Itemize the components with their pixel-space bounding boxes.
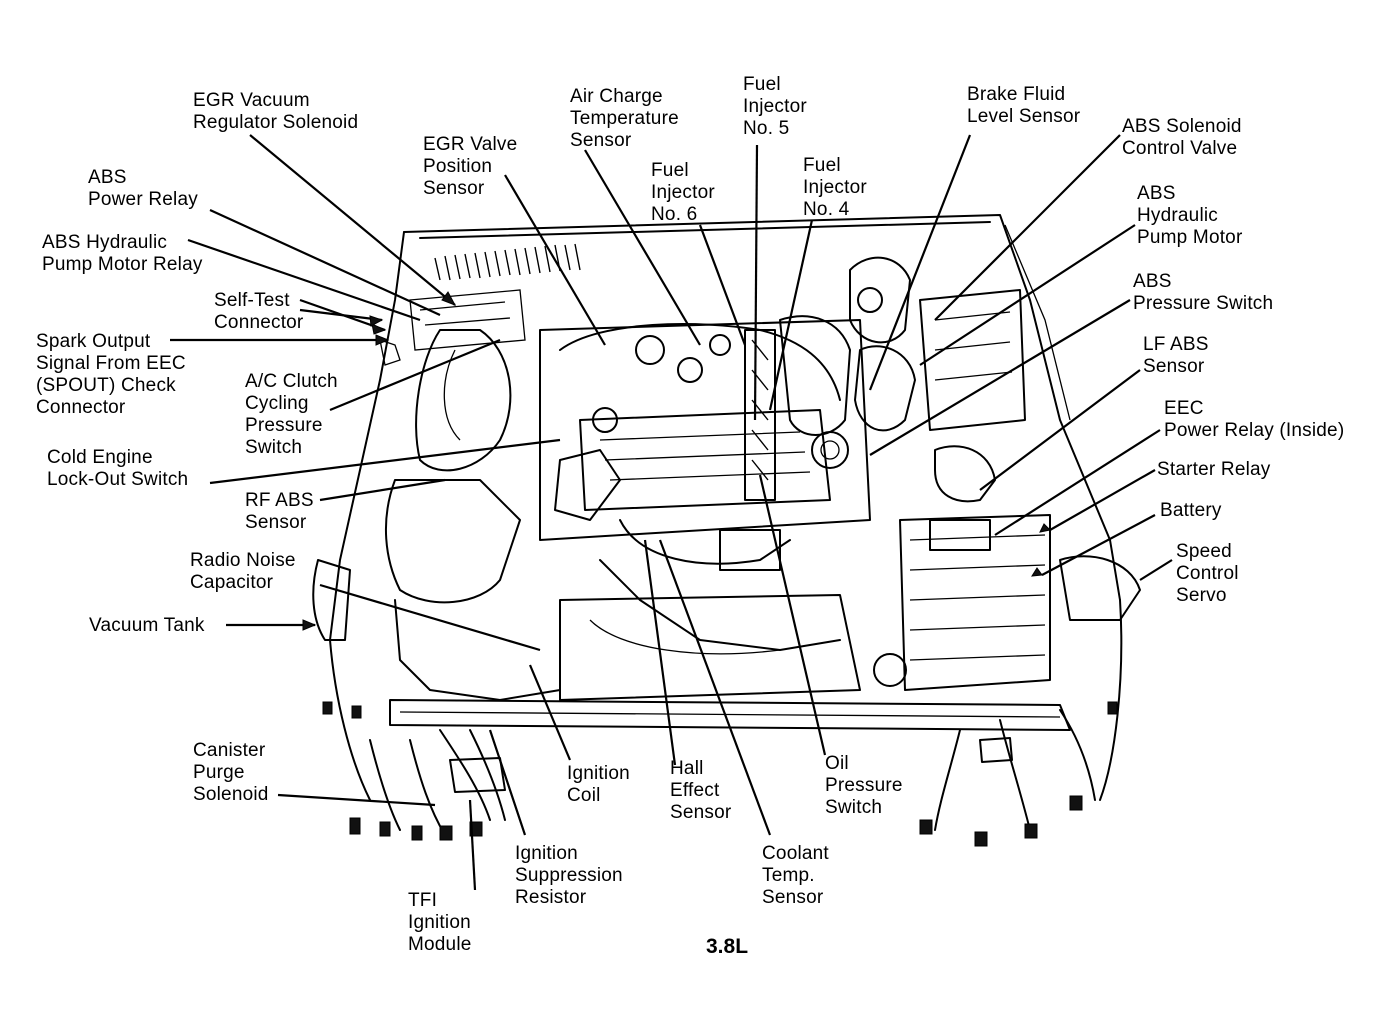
right-side-components — [849, 256, 1141, 691]
label-brake-fluid-level-sensor: Brake Fluid Level Sensor — [967, 84, 1081, 127]
label-ignition-coil: Ignition Coil — [567, 763, 630, 806]
label-egr-valve-position-sensor: EGR Valve Position Sensor — [423, 134, 518, 199]
label-abs-pressure-switch: ABS Pressure Switch — [1133, 271, 1274, 314]
label-spark-output-signal: Spark Output Signal From EEC (SPOUT) Che… — [36, 331, 186, 418]
label-lf-abs-sensor: LF ABS Sensor — [1143, 334, 1209, 377]
engine-core — [539, 315, 871, 651]
label-ignition-suppression-resistor: Ignition Suppression Resistor — [515, 843, 623, 908]
label-eec-power-relay: EEC Power Relay (Inside) — [1164, 398, 1345, 441]
cowl-grille — [434, 243, 581, 281]
arrow-heads — [302, 291, 1052, 631]
label-abs-hydraulic-pump-motor: ABS Hydraulic Pump Motor — [1137, 183, 1243, 248]
leader-lines — [170, 134, 1173, 891]
label-abs-power-relay: ABS Power Relay — [88, 167, 198, 210]
label-fuel-injector-no6: Fuel Injector No. 6 — [651, 160, 715, 225]
label-radio-noise-capacitor: Radio Noise Capacitor — [190, 550, 296, 593]
label-self-test-connector: Self-Test Connector — [214, 290, 304, 333]
label-fuel-injector-no5: Fuel Injector No. 5 — [743, 74, 807, 139]
label-hall-effect-sensor: Hall Effect Sensor — [670, 758, 732, 823]
label-vacuum-tank: Vacuum Tank — [89, 615, 205, 636]
engine-caption: 3.8L — [706, 935, 749, 958]
label-speed-control-servo: Speed Control Servo — [1176, 541, 1239, 606]
label-ac-clutch-cycling-pressure-switch: A/C Clutch Cycling Pressure Switch — [245, 371, 338, 458]
label-abs-hydraulic-pump-motor-relay: ABS Hydraulic Pump Motor Relay — [42, 232, 203, 275]
label-battery: Battery — [1160, 500, 1222, 521]
label-oil-pressure-switch: Oil Pressure Switch — [825, 753, 903, 818]
label-starter-relay: Starter Relay — [1157, 459, 1271, 480]
label-fuel-injector-no4: Fuel Injector No. 4 — [803, 155, 867, 220]
oil-pan-and-crossmember — [389, 594, 1071, 731]
label-coolant-temp-sensor: Coolant Temp. Sensor — [762, 843, 829, 908]
body-outline — [329, 214, 1123, 801]
label-rf-abs-sensor: RF ABS Sensor — [245, 490, 314, 533]
label-canister-purge-solenoid: Canister Purge Solenoid — [193, 740, 269, 805]
label-cold-engine-lockout-switch: Cold Engine Lock-Out Switch — [47, 447, 189, 490]
wiring-harness — [322, 701, 1118, 847]
label-air-charge-temperature-sensor: Air Charge Temperature Sensor — [570, 86, 679, 151]
label-tfi-ignition-module: TFI Ignition Module — [408, 890, 472, 955]
label-abs-solenoid-control-valve: ABS Solenoid Control Valve — [1122, 116, 1242, 159]
label-egr-vacuum-regulator-solenoid: EGR Vacuum Regulator Solenoid — [193, 90, 359, 133]
